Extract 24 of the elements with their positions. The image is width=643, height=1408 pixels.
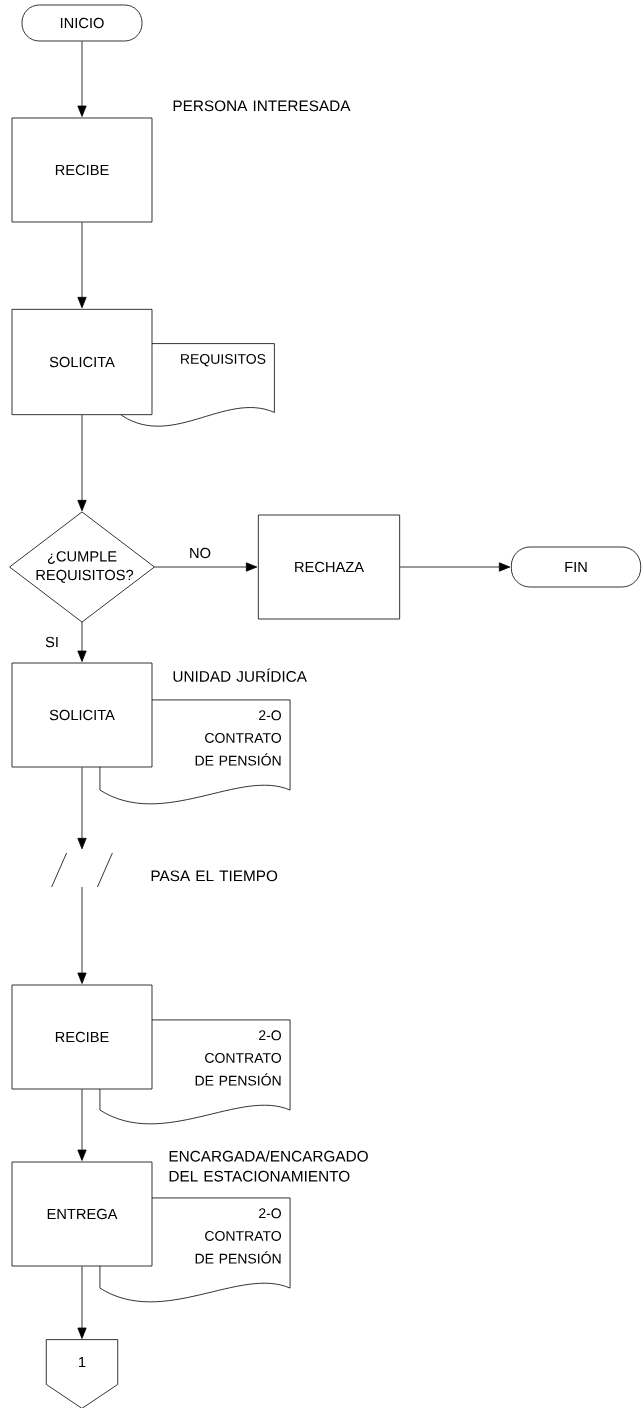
- role-label: PASA EL TIEMPO: [151, 870, 278, 882]
- arrow: [154, 562, 258, 572]
- arrow: [399, 562, 511, 572]
- arrow: [77, 767, 87, 850]
- time-break-mark: [51, 852, 113, 888]
- arrow: [77, 414, 87, 512]
- arrow: [77, 222, 87, 309]
- arrow: [77, 621, 87, 662]
- arrow: [77, 1266, 87, 1339]
- process-box: RECIBE: [11, 984, 153, 1090]
- arrow: [77, 886, 87, 984]
- process-box: ENTREGA: [11, 1161, 153, 1267]
- role-label: UNIDAD JURÍDICA: [173, 668, 307, 682]
- process-box: SOLICITA: [11, 308, 153, 416]
- role-label: ENCARGADA/ENCARGADO DEL ESTACIONAMIENTO: [169, 1150, 368, 1182]
- edge-label: NO: [187, 546, 213, 560]
- role-label: PERSONA INTERESADA: [173, 100, 351, 112]
- process-box: RECHAZA: [257, 514, 401, 620]
- edge-label: SI: [43, 635, 61, 649]
- arrow: [77, 41, 87, 117]
- arrow: [77, 1089, 87, 1161]
- off-page-connector: 1: [45, 1339, 119, 1408]
- process-box: RECIBE: [11, 117, 153, 223]
- process-box: SOLICITA: [11, 662, 153, 768]
